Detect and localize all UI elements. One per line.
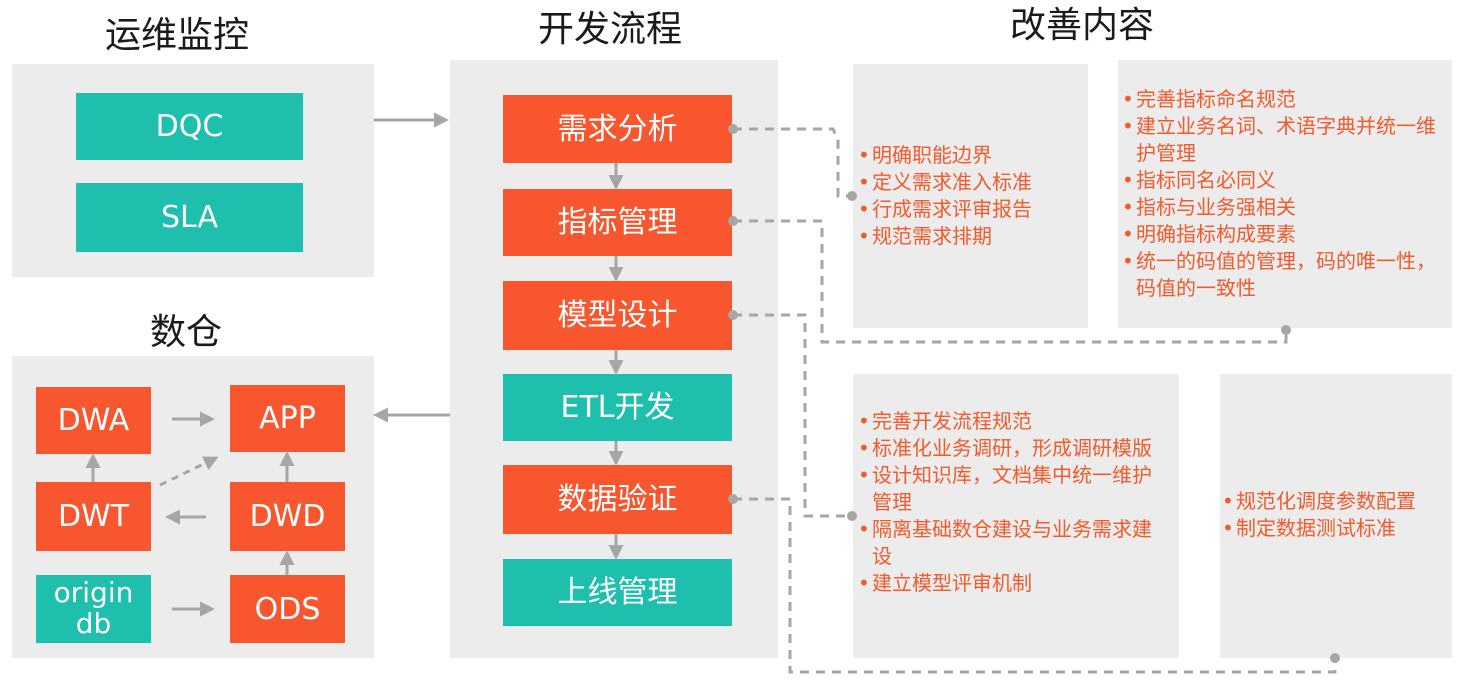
note-item: 建立模型评审机制	[858, 570, 1170, 597]
note-item: 建立业务名词、术语字典并统一维护管理	[1122, 113, 1440, 167]
note-item: 指标同名必同义	[1122, 167, 1440, 194]
note-item: 行成需求评审报告	[858, 196, 1086, 223]
link-dot	[847, 191, 857, 201]
link-dot	[728, 124, 738, 134]
note-item: 明确职能边界	[858, 142, 1086, 169]
warehouse-title: 数仓	[150, 312, 223, 353]
note-item: 规范需求排期	[858, 223, 1086, 250]
ods-box: ODS	[230, 575, 345, 643]
ops-title: 运维监控	[105, 15, 250, 56]
note-item: 规范化调度参数配置	[1222, 488, 1450, 515]
link-modeling-note	[733, 313, 852, 518]
dqc-box: DQC	[76, 93, 303, 160]
note-item: 设计知识库，文档集中统一维护管理	[858, 462, 1170, 516]
step-validation: 数据验证	[503, 465, 732, 534]
app-box: APP	[230, 385, 345, 452]
link-metrics-note	[733, 219, 1288, 344]
dwd-box: DWD	[230, 482, 345, 551]
dev-title: 开发流程	[538, 9, 683, 50]
note-item: 定义需求准入标准	[858, 169, 1086, 196]
note-item: 完善开发流程规范	[858, 408, 1170, 435]
sla-box: SLA	[76, 183, 303, 252]
link-dot	[1281, 325, 1291, 335]
link-dot	[728, 216, 738, 226]
note-modeling: 完善开发流程规范 标准化业务调研，形成调研模版 设计知识库，文档集中统一维护管理…	[858, 408, 1170, 597]
dwt-box: DWT	[36, 482, 151, 551]
note-item: 统一的码值的管理，码的唯一性，码值的一致性	[1122, 248, 1440, 302]
note-item: 隔离基础数仓建设与业务需求建设	[858, 516, 1170, 570]
link-dot	[728, 310, 738, 320]
note-item: 制定数据测试标准	[1222, 515, 1450, 542]
step-modeling: 模型设计	[503, 281, 732, 350]
improve-title: 改善内容	[1010, 5, 1155, 46]
link-dot	[1330, 653, 1340, 663]
link-dot	[847, 511, 857, 521]
dwa-box: DWA	[36, 387, 151, 454]
note-metrics: 完善指标命名规范 建立业务名词、术语字典并统一维护管理 指标同名必同义 指标与业…	[1122, 86, 1440, 302]
link-requirements-note	[733, 127, 852, 198]
note-item: 完善指标命名规范	[1122, 86, 1440, 113]
note-item: 标准化业务调研，形成调研模版	[858, 435, 1170, 462]
note-validation: 规范化调度参数配置 制定数据测试标准	[1222, 488, 1450, 542]
link-validation-note	[733, 497, 1337, 674]
link-dot	[728, 494, 738, 504]
step-etl: ETL开发	[503, 374, 732, 441]
note-item: 明确指标构成要素	[1122, 221, 1440, 248]
step-metrics: 指标管理	[503, 189, 732, 256]
note-item: 指标与业务强相关	[1122, 194, 1440, 221]
origin-db-box: origin db	[36, 575, 151, 643]
step-requirements: 需求分析	[503, 95, 732, 163]
step-release: 上线管理	[503, 559, 732, 626]
note-requirements: 明确职能边界 定义需求准入标准 行成需求评审报告 规范需求排期	[858, 142, 1086, 250]
arrow-dwt-to-app	[159, 456, 219, 487]
